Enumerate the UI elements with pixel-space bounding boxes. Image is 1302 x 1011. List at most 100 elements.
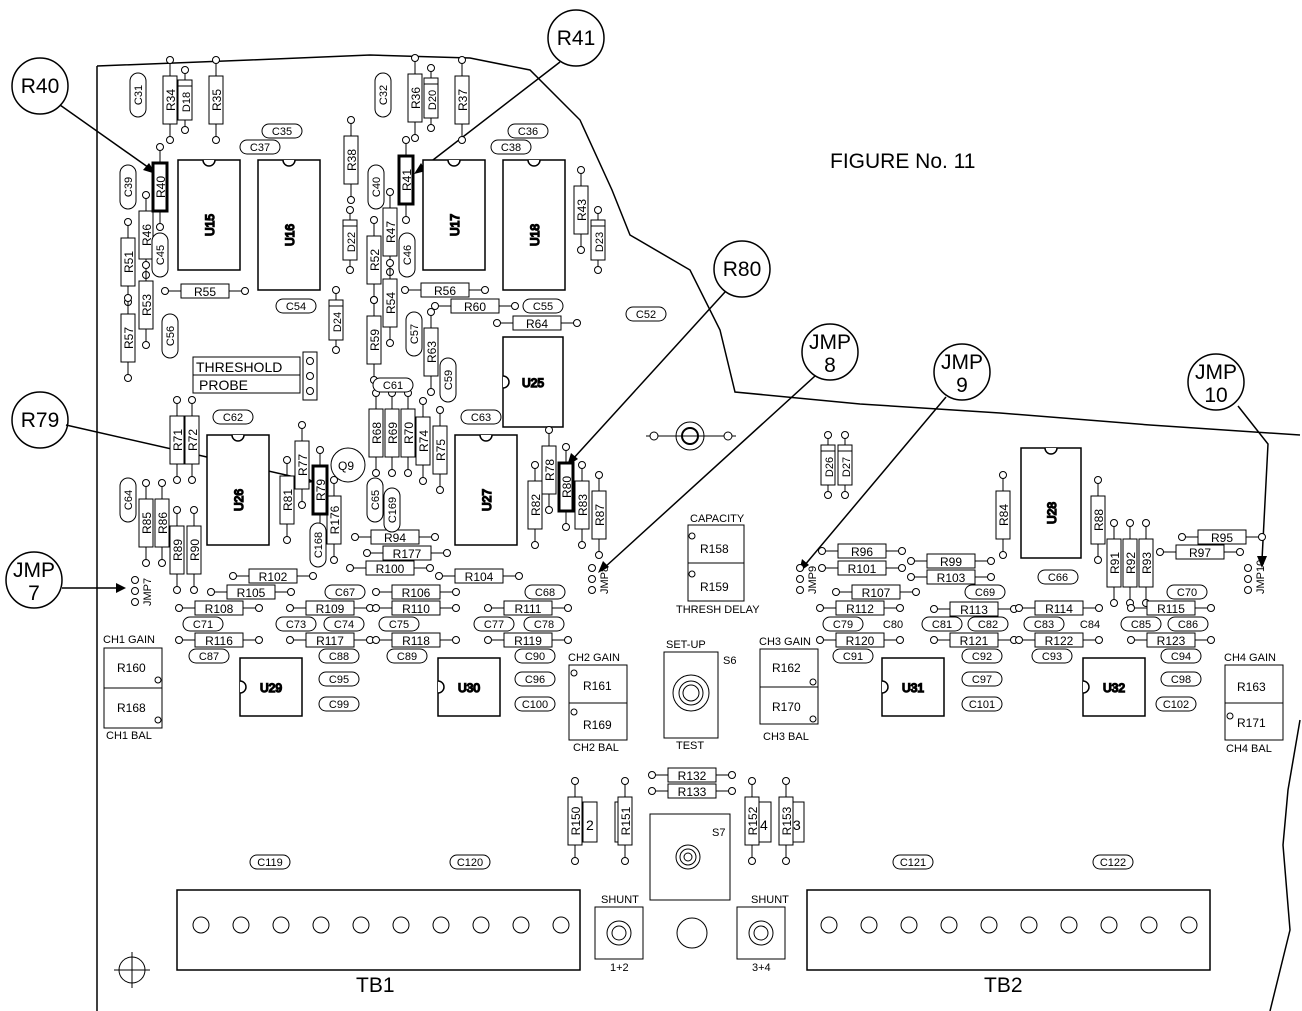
svg-text:R133: R133 — [678, 785, 707, 799]
callout-r79-label: R79 — [21, 409, 60, 432]
capacitor-c55: C55 — [522, 298, 564, 314]
svg-text:C101: C101 — [969, 699, 995, 711]
jumper-jmp7: JMP7 — [131, 576, 154, 606]
resistor-r36: R36 — [407, 54, 423, 142]
svg-text:R70: R70 — [402, 422, 416, 444]
resistor-r106: R106 — [372, 584, 460, 600]
resistor-r51: R51 — [120, 218, 136, 306]
svg-text:R55: R55 — [194, 285, 216, 299]
ch3-pot-block: CH3 GAIN R162 R170 CH3 BAL — [759, 636, 819, 743]
pot-number-3: 3 — [793, 817, 801, 833]
svg-text:C59: C59 — [443, 370, 455, 390]
capacitor-c81: C81 — [921, 616, 963, 632]
capacitor-c82: C82 — [967, 616, 1009, 632]
resistor-r176: R176 — [326, 476, 342, 564]
svg-text:C68: C68 — [535, 587, 555, 599]
svg-text:D23: D23 — [594, 232, 606, 252]
transistor-q9: Q9 — [330, 447, 366, 483]
resistor-r60: R60 — [431, 298, 519, 314]
capacitor-c122: C122 — [1092, 854, 1134, 870]
capacitor-c121: C121 — [892, 854, 934, 870]
svg-text:C168: C168 — [313, 532, 325, 558]
resistor-r74: R74 — [415, 397, 431, 485]
callout-r80-label: R80 — [723, 258, 762, 281]
capacitor-c63: C63 — [460, 409, 502, 425]
svg-text:R43: R43 — [575, 199, 589, 221]
resistor-r118: R118 — [372, 632, 460, 648]
capacitor-c65: C65 — [366, 477, 384, 523]
svg-text:C62: C62 — [223, 412, 243, 424]
svg-text:R53: R53 — [140, 294, 154, 316]
svg-text:R80: R80 — [560, 476, 574, 498]
svg-text:R63: R63 — [425, 341, 439, 363]
svg-text:R91: R91 — [1108, 552, 1122, 574]
svg-text:C78: C78 — [534, 619, 554, 631]
resistor-r151: R151 — [617, 777, 633, 865]
capacitor-c91: C91 — [832, 648, 874, 664]
svg-text:R112: R112 — [846, 602, 874, 616]
capacitor-c70: C70 — [1166, 584, 1208, 600]
callout-jmp8-line1: JMP — [809, 331, 851, 354]
resistor-r112: R112 — [816, 600, 904, 616]
svg-text:R103: R103 — [937, 571, 966, 585]
svg-text:R71: R71 — [171, 429, 185, 451]
pot-r161: R161 — [583, 679, 612, 693]
ch1-pot-block: CH1 GAIN R160 R168 CH1 BAL — [103, 634, 163, 742]
tb2-label: TB2 — [984, 974, 1023, 997]
svg-text:R123: R123 — [1157, 634, 1186, 648]
board-outline — [96, 54, 1301, 1011]
capacitor-c120: C120 — [449, 854, 491, 870]
svg-text:R108: R108 — [205, 602, 234, 616]
svg-text:C81: C81 — [932, 619, 952, 631]
capacitor-c168: C168 — [309, 522, 327, 568]
resistor-r87: R87 — [591, 471, 607, 559]
terminal-screw — [352, 916, 370, 934]
resistor-r52: R52 — [366, 216, 382, 304]
svg-text:R151: R151 — [619, 806, 633, 835]
capacitor-c64: C64 — [119, 477, 137, 523]
pot-number-2: 2 — [586, 817, 594, 833]
capacitor-c80: C80 — [883, 619, 903, 631]
svg-text:C75: C75 — [389, 619, 409, 631]
capacitor-c169: C169 — [383, 487, 401, 533]
terminal-screw — [1020, 916, 1038, 934]
svg-text:C39: C39 — [123, 177, 135, 197]
ic-label-u18: U18 — [528, 224, 542, 246]
svg-text:R57: R57 — [122, 327, 136, 349]
svg-text:R150: R150 — [569, 806, 583, 835]
pot-r162: R162 — [772, 661, 801, 675]
svg-text:R85: R85 — [140, 512, 154, 534]
ic-label-u28: U28 — [1045, 502, 1059, 524]
capacitor-c45: C45 — [151, 232, 169, 278]
setup-switch: SET-UP S6 TEST — [663, 639, 736, 752]
pot-number-4: 4 — [760, 817, 768, 833]
terminal-screw — [192, 916, 210, 934]
resistor-r86: R86 — [154, 479, 170, 567]
shunt-left: SHUNT 1+2 — [594, 894, 644, 974]
ch2-gain-label: CH2 GAIN — [568, 652, 620, 664]
callout-r40-label: R40 — [21, 75, 60, 98]
svg-text:R60: R60 — [464, 300, 486, 314]
svg-text:C73: C73 — [286, 619, 306, 631]
ic-label-u32: U32 — [1103, 681, 1125, 695]
capacity-pot-block: CAPACITY R158 R159 THRESH DELAY — [676, 513, 760, 616]
svg-text:R36: R36 — [409, 87, 423, 109]
resistor-r35: R35 — [208, 56, 224, 144]
svg-text:C89: C89 — [397, 651, 417, 663]
ic-u25: U25 — [502, 336, 564, 428]
capacitor-c73: C73 — [275, 616, 317, 632]
capacitor-c96: C96 — [514, 671, 556, 687]
svg-text:R94: R94 — [384, 531, 406, 545]
capacitor-c79: C79 — [822, 616, 864, 632]
svg-text:R116: R116 — [205, 634, 233, 648]
svg-text:C99: C99 — [329, 699, 349, 711]
resistor-r59: R59 — [366, 296, 382, 384]
svg-text:C98: C98 — [1171, 674, 1191, 686]
svg-text:D26: D26 — [824, 457, 836, 477]
ch3-gain-label: CH3 GAIN — [759, 636, 811, 648]
svg-text:C61: C61 — [383, 380, 403, 392]
capacitor-c69: C69 — [964, 584, 1006, 600]
q9-label: Q9 — [338, 459, 354, 473]
svg-text:R118: R118 — [402, 634, 430, 648]
